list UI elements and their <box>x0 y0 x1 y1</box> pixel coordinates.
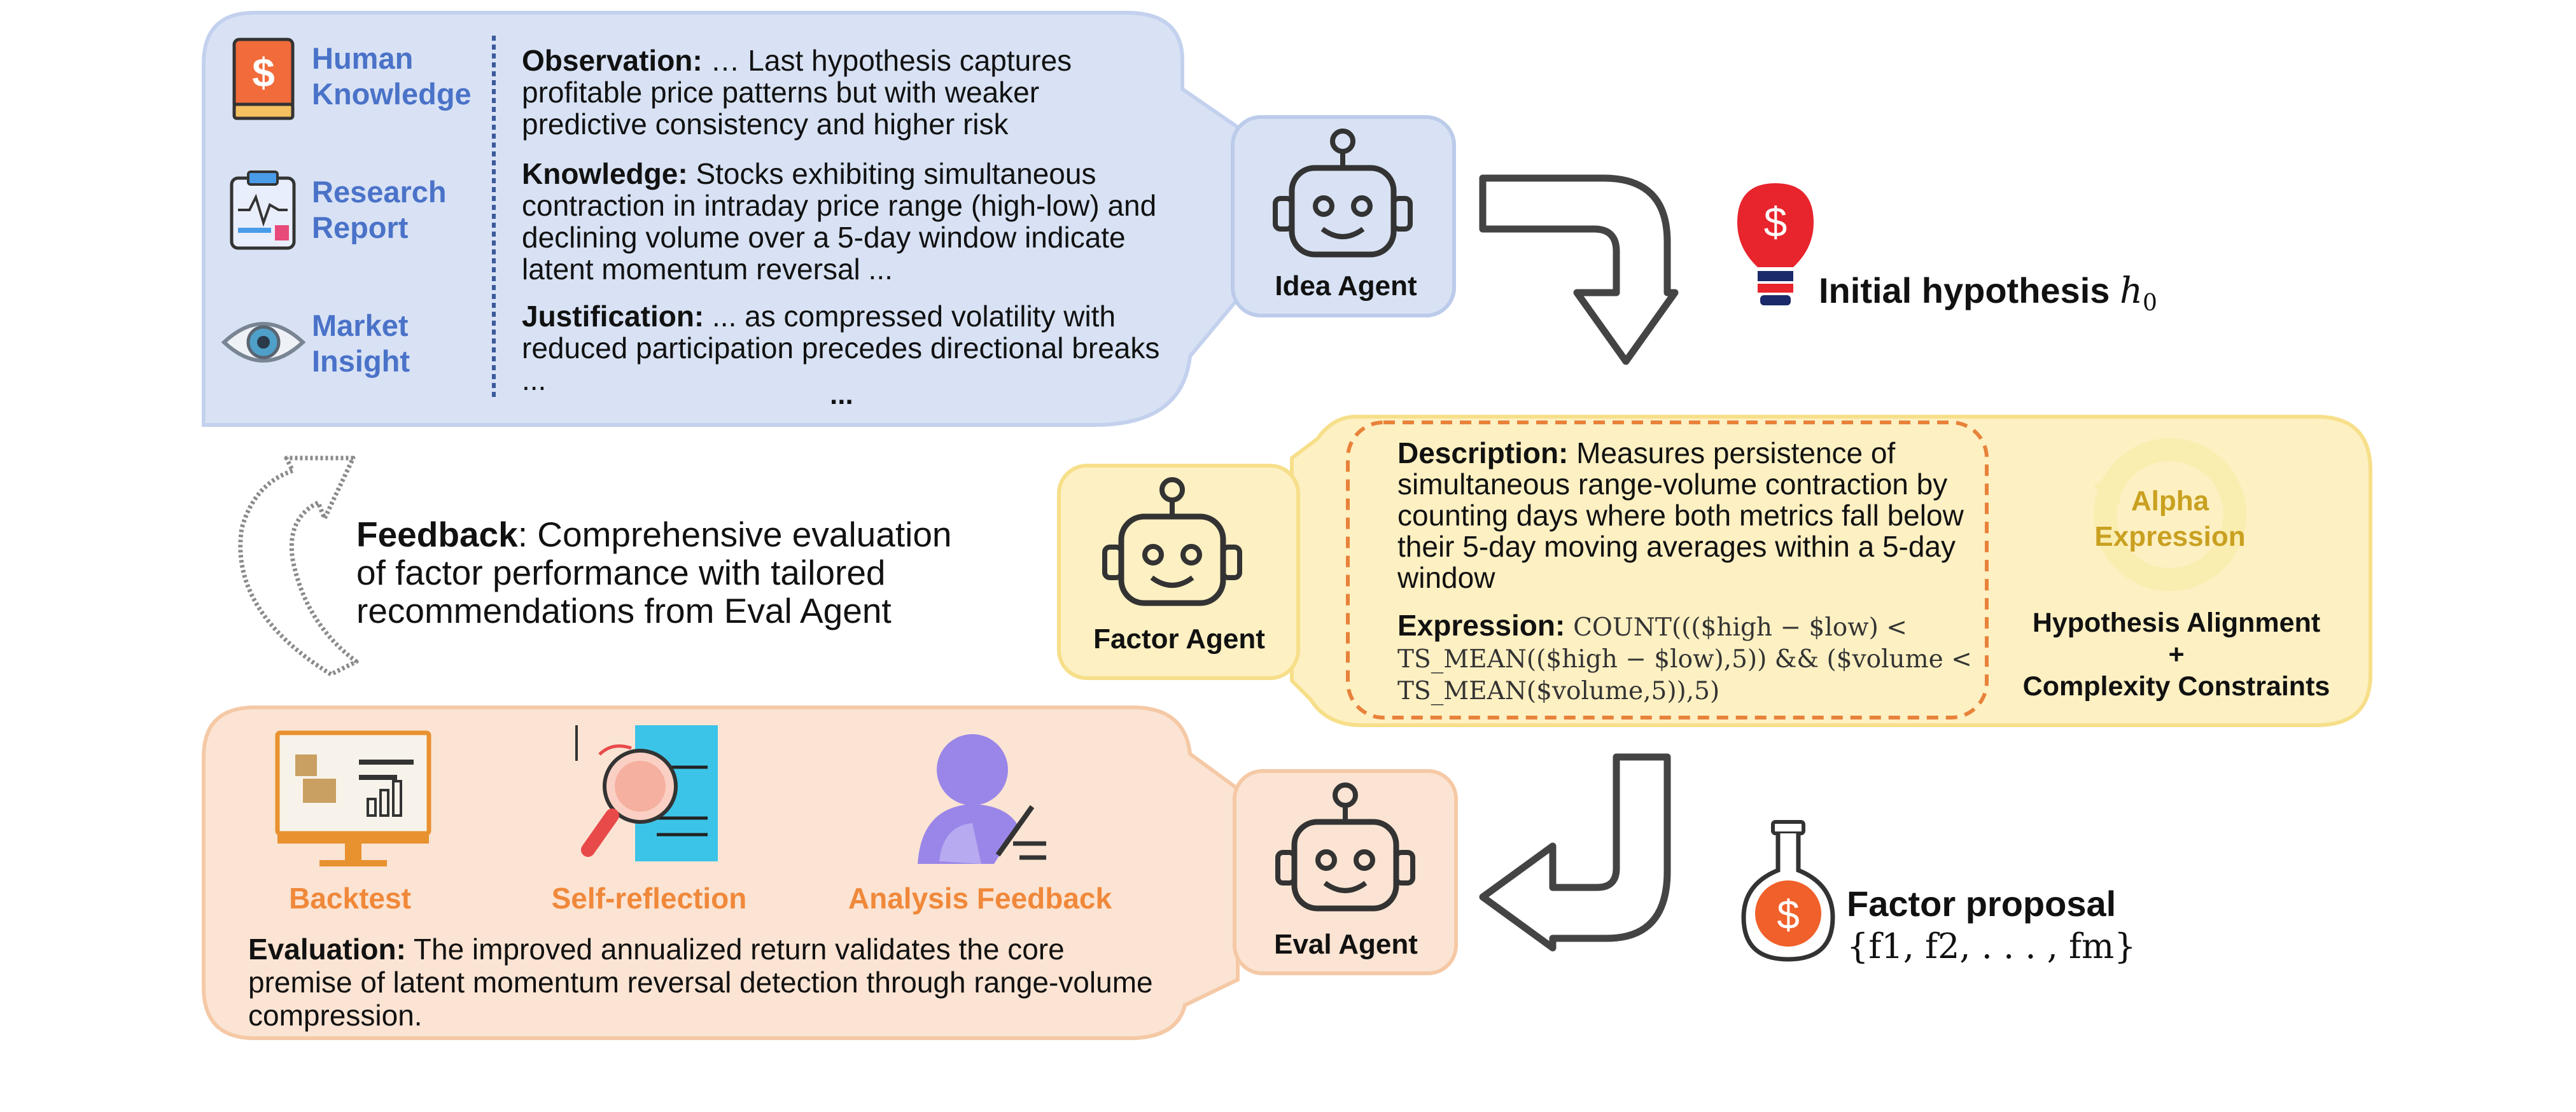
lightbulb-icon: $ <box>1731 178 1820 312</box>
svg-text:$: $ <box>1764 198 1788 246</box>
tool-label-analysis-feedback: Analysis Feedback <box>848 882 1112 915</box>
expression-code-line-2: TS_MEAN(($high − $low),5)) && ($volume < <box>1397 645 1972 674</box>
initial-hypothesis-label: Initial hypothesis h0 <box>1819 270 2157 317</box>
observation-label: Observation: <box>522 44 703 77</box>
knowledge-label: Knowledge: <box>522 157 688 190</box>
observation-text: … Last hypothesis captures profitable pr… <box>522 44 1072 141</box>
feedback-label: Feedback <box>356 515 518 554</box>
description-paragraph: Description: Measures persistence of sim… <box>1397 438 1964 594</box>
observation-paragraph: Observation: … Last hypothesis captures … <box>522 45 1171 140</box>
evaluation-paragraph: Evaluation: The improved annualized retu… <box>248 933 1165 1032</box>
idea-ellipsis: ... <box>830 379 853 410</box>
hypothesis-subscript: 0 <box>2143 290 2157 317</box>
expression-block: Expression: COUNT((($high − $low) < TS_M… <box>1397 609 1983 707</box>
factor-proposal-formula: {f1, f2, . . . , fm} <box>1847 926 2136 966</box>
idea-agent-label: Idea Agent <box>1275 270 1417 302</box>
evaluation-label: Evaluation: <box>248 933 406 966</box>
idea-panel-shape <box>202 11 1456 427</box>
flask-icon: $ <box>1739 818 1838 964</box>
justification-paragraph: Justification: ... as compressed volatil… <box>522 300 1171 396</box>
description-label: Description: <box>1397 436 1569 469</box>
eval-agent-robot-icon <box>1269 781 1422 915</box>
justification-text: ... as compressed volatility with reduce… <box>522 300 1160 396</box>
feedback-text: Feedback: Comprehensive evaluation of fa… <box>356 515 952 630</box>
svg-text:$: $ <box>252 50 275 95</box>
factor-agent-label: Factor Agent <box>1093 623 1265 655</box>
eval-agent-label: Eval Agent <box>1274 929 1418 960</box>
monitor-chart-icon <box>275 728 431 872</box>
factor-agent-robot-icon <box>1096 476 1249 609</box>
factor-proposal-label: Factor proposal <box>1847 884 2117 924</box>
evaluation-text: The improved annualized return validates… <box>248 933 1153 1032</box>
constraints-label: Hypothesis Alignment + Complexity Constr… <box>2022 608 2330 702</box>
knowledge-paragraph: Knowledge: Stocks exhibiting simultaneou… <box>522 158 1171 285</box>
description-dashed-box <box>1346 420 1989 719</box>
expression-code-line-3: TS_MEAN($volume,5)),5) <box>1397 677 1720 705</box>
eye-icon <box>220 310 307 374</box>
alpha-expression-label: Alpha Expression <box>2094 485 2246 552</box>
source-label-market-insight: Market Insight <box>312 309 410 378</box>
clipboard-icon <box>228 169 298 252</box>
expression-label: Expression: <box>1397 609 1565 642</box>
tool-label-self-reflection: Self-reflection <box>551 882 747 915</box>
knowledge-text: Stocks exhibiting simultaneous contracti… <box>522 157 1157 286</box>
arrow-to-eval <box>1479 753 1671 952</box>
expression-code-line-1: COUNT((($high − $low) < <box>1573 613 1907 642</box>
svg-text:$: $ <box>1777 892 1800 938</box>
justification-label: Justification: <box>522 300 704 333</box>
description-text: Measures persistence of simultaneous ran… <box>1397 436 1964 594</box>
user-pen-icon <box>911 730 1051 870</box>
tool-label-backtest: Backtest <box>289 882 411 915</box>
hypothesis-symbol: h <box>2119 270 2143 312</box>
source-label-research-report: Research Report <box>312 175 447 244</box>
feedback-arrow <box>238 455 359 677</box>
arrow-to-hypothesis <box>1479 174 1679 365</box>
magnifier-icon <box>574 723 724 873</box>
book-icon: $ <box>228 36 299 122</box>
source-label-human-knowledge: Human Knowledge <box>312 41 472 111</box>
idea-agent-robot-icon <box>1266 127 1419 261</box>
alpha-expression-cycle-icon <box>2068 429 2265 601</box>
